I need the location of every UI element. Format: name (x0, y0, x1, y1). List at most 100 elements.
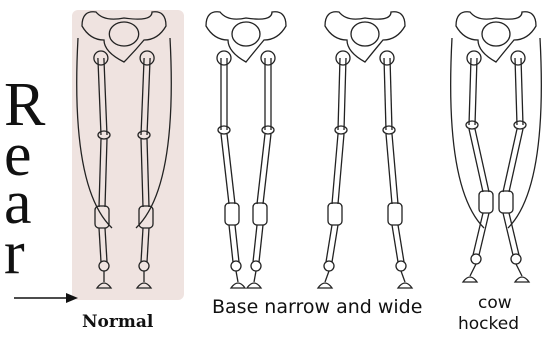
leg-left-base-narrow-hoof (231, 283, 245, 288)
leg-left-base-wide-pastern (325, 271, 329, 282)
body-outline-normal (77, 38, 172, 228)
pelvis-base-narrow-sacrum (232, 22, 260, 46)
leg-right-base-narrow-pastern (254, 271, 256, 282)
leg-right-normal-cannon-b (147, 228, 149, 262)
leg-right-base-wide-femur-b (390, 58, 392, 130)
leg-right-cow-hocked-stifle (514, 121, 526, 129)
leg-left-cow-hocked-femur-b (475, 58, 477, 125)
leg-left-cow-hocked-tibia-b (475, 129, 489, 192)
leg-left-base-wide-tibia-b (338, 134, 344, 204)
leg-left-cow-hocked-femur-a (469, 58, 471, 125)
leg-right-normal-hoof (137, 283, 151, 288)
pelvis-base-narrow (206, 12, 286, 65)
leg-left-base-wide-stifle (335, 126, 347, 134)
leg-right-cow-hocked-hock (499, 191, 513, 213)
leg-left-base-narrow-stifle (218, 126, 230, 134)
caption-hocked: hocked (458, 314, 519, 334)
leg-left-normal-cannon-b (105, 228, 107, 262)
leg-right-normal-tibia-b (147, 139, 149, 207)
leg-right-base-wide-hoof (398, 283, 412, 288)
leg-right-cow-hocked (499, 58, 529, 282)
leg-right-base-wide-tibia-a (386, 134, 392, 204)
caption-base-narrow-and-wide: Base narrow and wide (212, 296, 422, 318)
leg-left-cow-hocked (463, 58, 493, 282)
leg-right-normal (137, 58, 153, 288)
pelvis-base-wide-hip-left (336, 51, 350, 65)
leg-left-base-narrow-pastern (236, 271, 238, 282)
leg-left-base-narrow-hock (225, 203, 239, 225)
leg-right-cow-hocked-femur-b (521, 58, 523, 125)
leg-right-normal-fetlock (139, 261, 149, 271)
leg-right-cow-hocked-femur-a (515, 58, 517, 125)
leg-left-normal-tibia-b (105, 139, 107, 207)
pelvis-base-wide-sacrum (351, 22, 379, 46)
leg-right-normal-cannon-a (141, 228, 143, 262)
leg-right-normal-stifle (138, 131, 150, 139)
leg-right-base-wide (383, 58, 412, 288)
leg-right-normal-tibia-a (141, 139, 143, 207)
leg-left-cow-hocked-tibia-a (469, 129, 483, 192)
leg-left-cow-hocked-fetlock (471, 254, 481, 264)
figure-base-narrow (206, 12, 286, 288)
leg-right-cow-hocked-cannon-b (509, 213, 519, 255)
pelvis-cow-hocked-sacrum (482, 22, 510, 46)
leg-left-normal-tibia-a (99, 139, 101, 207)
leg-left-normal-femur-b (104, 58, 107, 135)
leg-right-normal-femur-a (141, 58, 144, 135)
leg-right-base-narrow-cannon-a (253, 225, 257, 262)
leg-right-base-wide-pastern (401, 271, 405, 282)
leg-left-cow-hocked-hoof (463, 277, 477, 282)
leg-left-cow-hocked-cannon-b (479, 213, 489, 255)
leg-right-cow-hocked-tibia-a (503, 129, 517, 192)
leg-right-base-narrow-hock (253, 203, 267, 225)
leg-right-base-narrow-fetlock (251, 261, 261, 271)
pelvis-base-narrow-hip-right (261, 51, 275, 65)
leg-left-normal-stifle (98, 131, 110, 139)
leg-left-normal-fetlock (99, 261, 109, 271)
leg-right-base-wide-cannon-b (398, 225, 404, 262)
leg-left-normal (95, 58, 111, 288)
leg-right-base-narrow-hoof (247, 283, 261, 288)
leg-left-base-wide-fetlock (324, 261, 334, 271)
pelvis-cow-hocked-hip-right (511, 51, 525, 65)
leg-right-cow-hocked-fetlock (511, 254, 521, 264)
figure-cow-hocked (451, 12, 542, 282)
leg-right-base-wide-tibia-b (392, 134, 398, 204)
pelvis-base-wide (325, 12, 405, 65)
pelvis-cow-hocked (456, 12, 536, 65)
leg-right-cow-hocked-cannon-a (503, 213, 513, 255)
leg-left-cow-hocked-pastern (470, 264, 476, 276)
leg-right-cow-hocked-pastern (516, 264, 522, 276)
leg-right-cow-hocked-hoof (515, 277, 529, 282)
caption-normal: Normal (82, 312, 153, 332)
pelvis-cow-hocked-hip-left (467, 51, 481, 65)
pelvis-base-wide-hip-right (380, 51, 394, 65)
leg-left-cow-hocked-stifle (466, 121, 478, 129)
leg-left-normal-cannon-a (99, 228, 101, 262)
figure-base-wide (318, 12, 412, 288)
leg-left-base-wide-femur-a (338, 58, 340, 130)
leg-right-base-wide-hock (388, 203, 402, 225)
leg-right-base-wide-fetlock (396, 261, 406, 271)
leg-left-base-narrow-cannon-a (229, 225, 233, 262)
leg-left-base-narrow-cannon-b (235, 225, 239, 262)
leg-right-base-narrow-cannon-b (259, 225, 263, 262)
leg-left-base-narrow-fetlock (231, 261, 241, 271)
leg-left-base-narrow (218, 58, 245, 288)
leg-right-normal-femur-b (147, 58, 150, 135)
pelvis-base-narrow-hip-left (217, 51, 231, 65)
pelvis-normal-hip-left (94, 51, 108, 65)
arrow-pointer (14, 293, 78, 303)
leg-left-normal-femur-a (98, 58, 101, 135)
leg-right-base-narrow-stifle (262, 126, 274, 134)
leg-right-base-wide-cannon-a (392, 225, 398, 262)
leg-left-base-wide (318, 58, 347, 288)
leg-left-base-wide-femur-b (344, 58, 346, 130)
leg-left-base-wide-tibia-a (332, 134, 338, 204)
pelvis-normal-sacrum (109, 22, 138, 46)
caption-cow: cow (478, 293, 512, 313)
leg-left-base-wide-hoof (318, 283, 332, 288)
leg-right-cow-hocked-tibia-b (509, 129, 523, 192)
